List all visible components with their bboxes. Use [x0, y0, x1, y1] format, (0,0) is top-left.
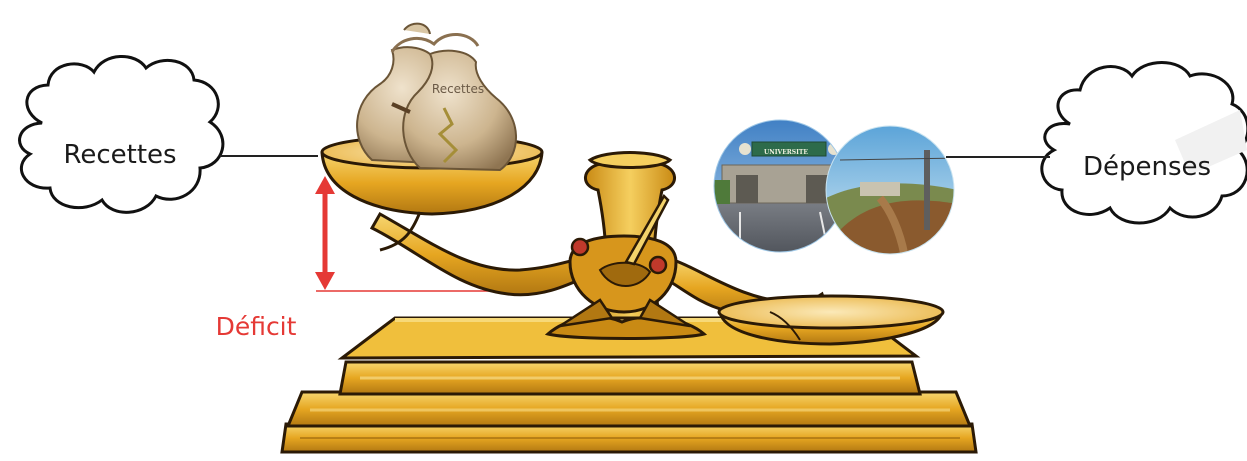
cloud-icon-recettes — [20, 56, 223, 212]
deficit-label: Déficit — [208, 312, 304, 341]
cloud-shape — [20, 56, 223, 212]
right-pan — [719, 296, 943, 344]
recettes-label: Recettes — [60, 140, 180, 170]
money-bag-icon — [357, 24, 516, 170]
money-bag-label: Recettes — [424, 82, 492, 96]
university-sign-label: UNIVERSITE — [760, 149, 812, 156]
double-arrow-icon — [315, 176, 335, 290]
depenses-label: Dépenses — [1062, 152, 1232, 182]
road-icon — [822, 124, 958, 260]
